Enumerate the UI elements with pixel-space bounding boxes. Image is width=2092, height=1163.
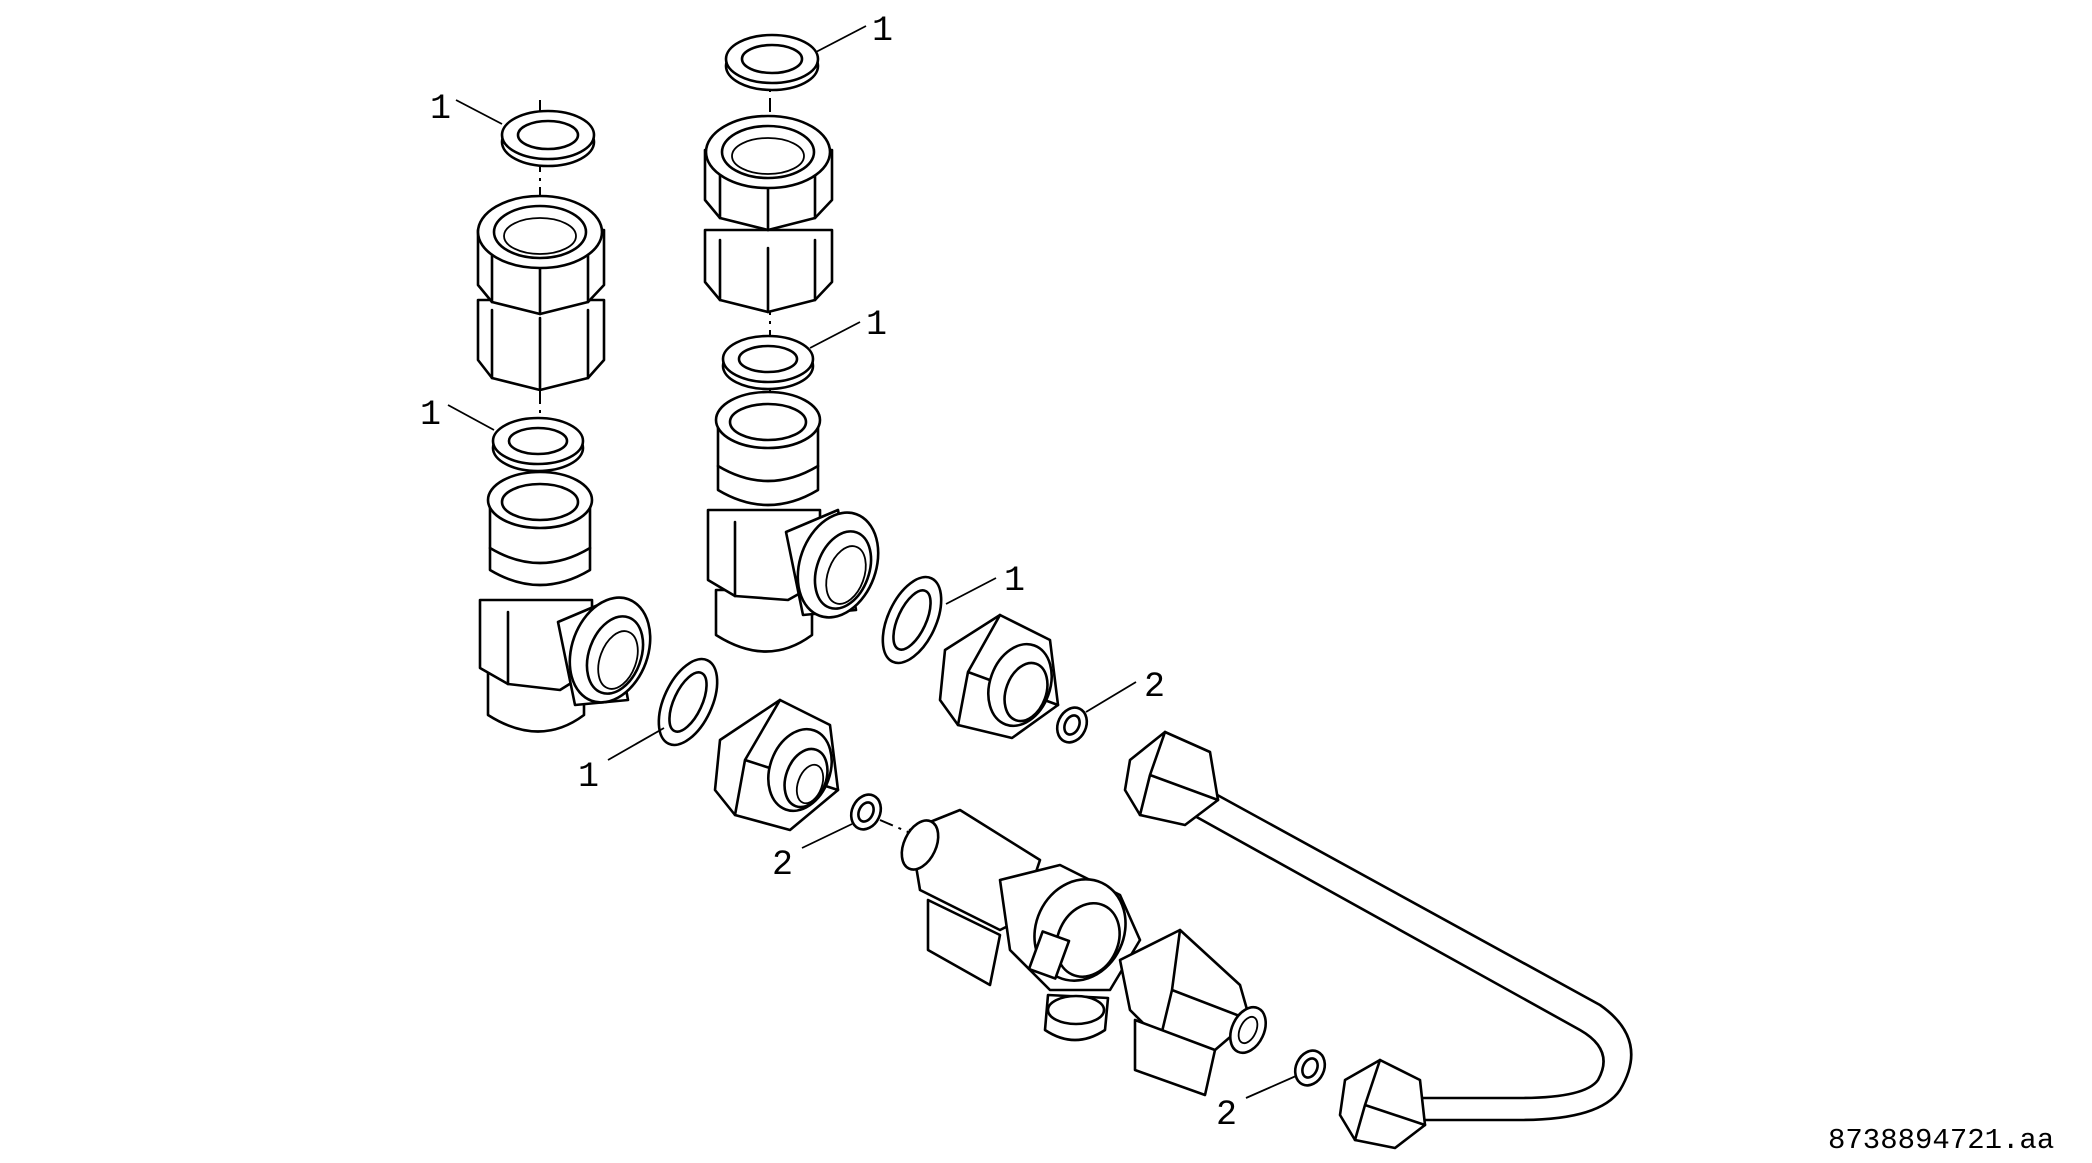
callout-1-mid-mid: 1: [866, 305, 887, 345]
u-pipe: [1123, 730, 1633, 1150]
seal-ring-left-mid: [491, 416, 585, 473]
middle-assembly: [703, 33, 1089, 744]
small-seal-left: [849, 793, 883, 831]
seal-ring-left-side: [657, 657, 719, 747]
pipe-nut-bottom: [1338, 1058, 1427, 1150]
callout-1-left-side: 1: [578, 757, 599, 797]
callout-1-left-top: 1: [430, 89, 451, 129]
left-assembly: [476, 100, 883, 832]
callout-1-mid-top: 1: [872, 11, 893, 51]
seal-ring-mid-mid: [721, 334, 815, 391]
drawing-reference-code: 8738894721.aa: [1828, 1124, 2054, 1157]
small-seal-mid: [1055, 706, 1089, 744]
tee-fitting-left: [478, 470, 652, 733]
callout-2-valve: 2: [1216, 1095, 1237, 1135]
seal-ring-mid-side: [881, 575, 943, 665]
valve-body: [879, 808, 1267, 1097]
tee-fitting-mid: [706, 390, 880, 653]
callout-1-mid-side: 1: [1004, 561, 1025, 601]
small-seal-valve: [1293, 1049, 1327, 1087]
union-nut-left: [476, 194, 606, 392]
union-nut-mid: [703, 114, 834, 314]
union-nut-mid-side: [938, 613, 1060, 740]
union-nut-left-side: [713, 698, 840, 832]
callout-2-mid: 2: [1144, 667, 1165, 707]
seal-ring-mid-top: [724, 33, 820, 92]
callout-2-left: 2: [772, 845, 793, 885]
callout-1-left-mid: 1: [420, 395, 441, 435]
callouts: 1 1 1 1 1 1 2 2 2: [420, 11, 1297, 1135]
pipe-nut-top: [1123, 730, 1220, 827]
seal-ring-left-top: [500, 109, 596, 168]
